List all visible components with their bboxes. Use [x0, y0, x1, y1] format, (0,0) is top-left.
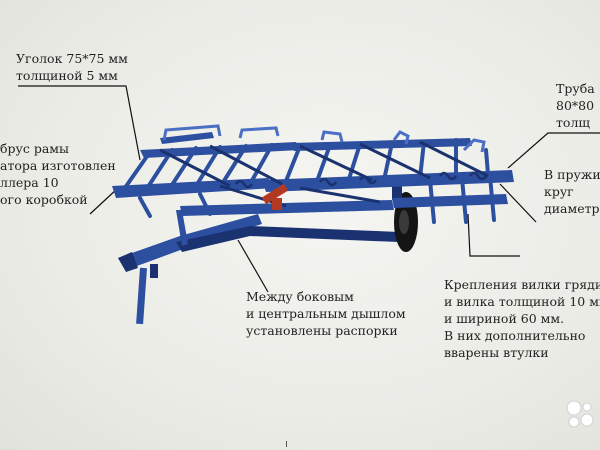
label-fork-line-2: и вилка толщиной 10 мм: [444, 294, 600, 309]
label-frame-beam-line-3: ллера 10: [0, 175, 59, 190]
bottom-tick-mark: [286, 441, 287, 447]
spring-tines: [234, 171, 488, 189]
label-fork-line-1: Крепления вилки гряди: [444, 277, 600, 292]
label-fork-line-4: В них дополнительно: [444, 328, 586, 343]
label-spring-line-1: В пружи: [544, 167, 600, 182]
label-frame-beam-line-1: брус рамы: [0, 141, 69, 156]
label-frame-beam-line-2: атора изготовлен: [0, 158, 116, 173]
label-spring-line-2: круг: [544, 184, 574, 199]
hydraulic-cylinder: [261, 183, 289, 210]
avito-dots-icon: [566, 400, 594, 428]
label-angle-line-2: толщиной 5 мм: [16, 68, 118, 83]
leader-lines: [18, 85, 600, 293]
label-angle-line-1: Уголок 75*75 мм: [16, 51, 128, 66]
leader-angle: [18, 85, 141, 161]
label-spacers-line-1: Между боковым: [246, 289, 354, 304]
label-pipe-line-1: Труба: [556, 81, 595, 96]
leader-pipe: [507, 132, 600, 169]
label-pipe: Труба 80*80 толщ: [556, 80, 595, 131]
label-fork: Крепления вилки гряди и вилка толщиной 1…: [444, 276, 600, 361]
leader-spacers: [237, 239, 269, 293]
label-frame-beam-line-4: ого коробкой: [0, 192, 88, 207]
leader-frame-beam: [89, 187, 119, 215]
leader-spring: [499, 183, 537, 223]
label-fork-line-5: вварены втулки: [444, 345, 549, 360]
leader-fork: [467, 213, 520, 257]
tine-rows: [120, 138, 496, 224]
label-pipe-line-3: толщ: [556, 115, 591, 130]
drawbar: [118, 210, 400, 325]
label-spacers-line-2: и центральным дышлом: [246, 306, 406, 321]
label-spring-line-3: диаметр: [544, 201, 600, 216]
label-spring: В пружи круг диаметр: [544, 166, 600, 217]
top-hoops: [162, 124, 486, 153]
label-spacers: Между боковым и центральным дышлом устан…: [246, 288, 406, 339]
label-spacers-line-3: установлены распорки: [246, 323, 398, 338]
label-frame-beam: брус рамы атора изготовлен ллера 10 ого …: [0, 140, 116, 208]
wheel: [392, 186, 418, 252]
cultivator: [112, 124, 514, 325]
label-angle: Уголок 75*75 мм толщиной 5 мм: [16, 50, 128, 84]
main-frame: [112, 132, 514, 216]
label-fork-line-3: и шириной 60 мм.: [444, 311, 565, 326]
label-pipe-line-2: 80*80: [556, 98, 595, 113]
